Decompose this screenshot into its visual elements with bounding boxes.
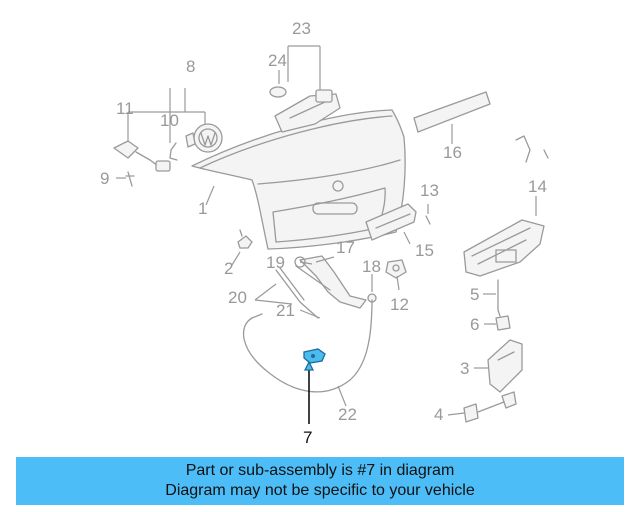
callout-23: 23 [292, 19, 311, 38]
callouts: 1 2 3 4 5 6 7 8 9 10 11 12 13 14 15 16 1… [100, 19, 547, 447]
release-cable [243, 299, 373, 393]
callout-9: 9 [100, 169, 109, 188]
callout-5: 5 [470, 285, 479, 304]
callout-2: 2 [224, 259, 233, 278]
emblem-and-lock [113, 123, 223, 187]
callout-17: 17 [336, 238, 355, 257]
handle-assembly [365, 203, 431, 241]
info-banner: Part or sub-assembly is #7 in diagram Di… [16, 457, 624, 505]
callout-15: 15 [415, 241, 434, 260]
callout-16: 16 [443, 143, 462, 162]
callout-1: 1 [198, 199, 207, 218]
callout-8: 8 [186, 57, 195, 76]
callout-4: 4 [434, 405, 443, 424]
callout-24: 24 [268, 51, 287, 70]
callout-19: 19 [266, 253, 285, 272]
callout-21: 21 [276, 301, 295, 320]
callout-18: 18 [362, 257, 381, 276]
banner-line-1: Part or sub-assembly is #7 in diagram [185, 462, 455, 479]
leader-lines [116, 45, 537, 424]
bracket-12 [385, 259, 407, 279]
callout-10: 10 [160, 111, 179, 130]
callout-20: 20 [228, 288, 247, 307]
callout-6: 6 [470, 315, 479, 334]
latch-mechanism [463, 279, 523, 423]
callout-3: 3 [460, 359, 469, 378]
callout-12: 12 [390, 295, 409, 314]
latch-cover [463, 135, 549, 277]
part-7-highlight [303, 348, 326, 364]
bumper-stop [237, 229, 253, 249]
callout-22: 22 [338, 405, 357, 424]
hinge-assembly [269, 86, 341, 133]
callout-13: 13 [420, 181, 439, 200]
parts-diagram: 1 2 3 4 5 6 7 8 9 10 11 12 13 14 15 16 1… [100, 19, 549, 447]
license-trim [413, 91, 491, 133]
callout-7: 7 [303, 428, 312, 447]
callout-11: 11 [116, 99, 134, 118]
callout-14: 14 [528, 177, 547, 196]
strut-linkage [275, 255, 377, 319]
banner-line-2: Diagram may not be specific to your vehi… [165, 482, 475, 499]
trunk-lid [191, 109, 406, 250]
